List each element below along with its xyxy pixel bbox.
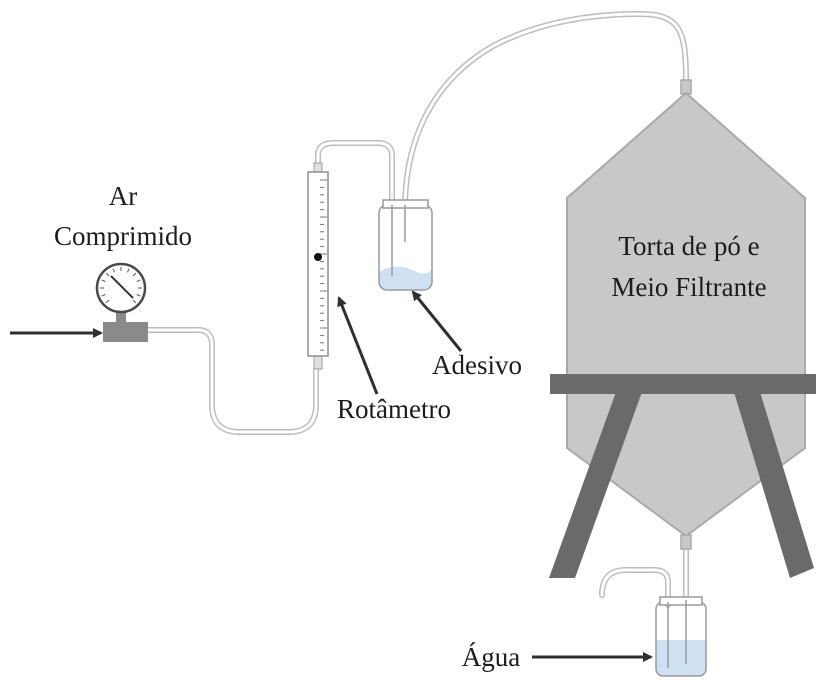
water-bottle-cap (659, 596, 703, 606)
gauge-tick (136, 294, 141, 297)
gauge-dial (95, 262, 147, 314)
gauge-tick (132, 299, 137, 304)
adhesive-pointer-arrow (411, 290, 463, 352)
rotameter-label: Rotâmetro (337, 394, 451, 424)
gauge-tick (127, 268, 130, 273)
water-label: Água (462, 642, 520, 672)
pressure-gauge (10, 262, 148, 342)
stand-left-leg (549, 392, 642, 578)
adhesive-liquid (379, 266, 432, 290)
gauge-tick (136, 279, 141, 282)
water-bottle (655, 596, 707, 677)
filter-label-line1: Torta de pó e (618, 231, 759, 261)
stand-right-leg (734, 392, 814, 578)
tubing (145, 11, 689, 608)
rotameter-float (314, 253, 322, 261)
gauge-needle (110, 275, 134, 299)
gauge-tick (112, 268, 115, 273)
water-liquid (656, 640, 706, 676)
stand-crossbar (550, 374, 816, 394)
gauge-fitting (103, 322, 148, 342)
gauge-scale (100, 267, 142, 304)
gauge-tick (105, 272, 110, 277)
rotameter-pointer-arrow (337, 296, 379, 395)
gauge-tick (132, 272, 137, 277)
gauge-stem (116, 312, 126, 324)
filter-stand (549, 374, 816, 578)
gauge-tick (101, 279, 106, 282)
compressed-air-label-line2: Comprimido (54, 221, 192, 251)
adhesive-bottle (378, 199, 433, 291)
rotameter-tube (307, 171, 329, 357)
vessel-bottom-nozzle (680, 534, 692, 550)
rotameter-scale (320, 179, 327, 351)
gauge-tick (105, 299, 110, 304)
adhesive-label: Adesivo (432, 350, 522, 380)
gauge-tick (101, 294, 106, 297)
rotameter (307, 162, 329, 370)
filter-label-line2: Meio Filtrante (611, 272, 766, 302)
compressed-air-label-line1: Ar (109, 181, 138, 211)
rotameter-bottom-nozzle (313, 354, 323, 370)
